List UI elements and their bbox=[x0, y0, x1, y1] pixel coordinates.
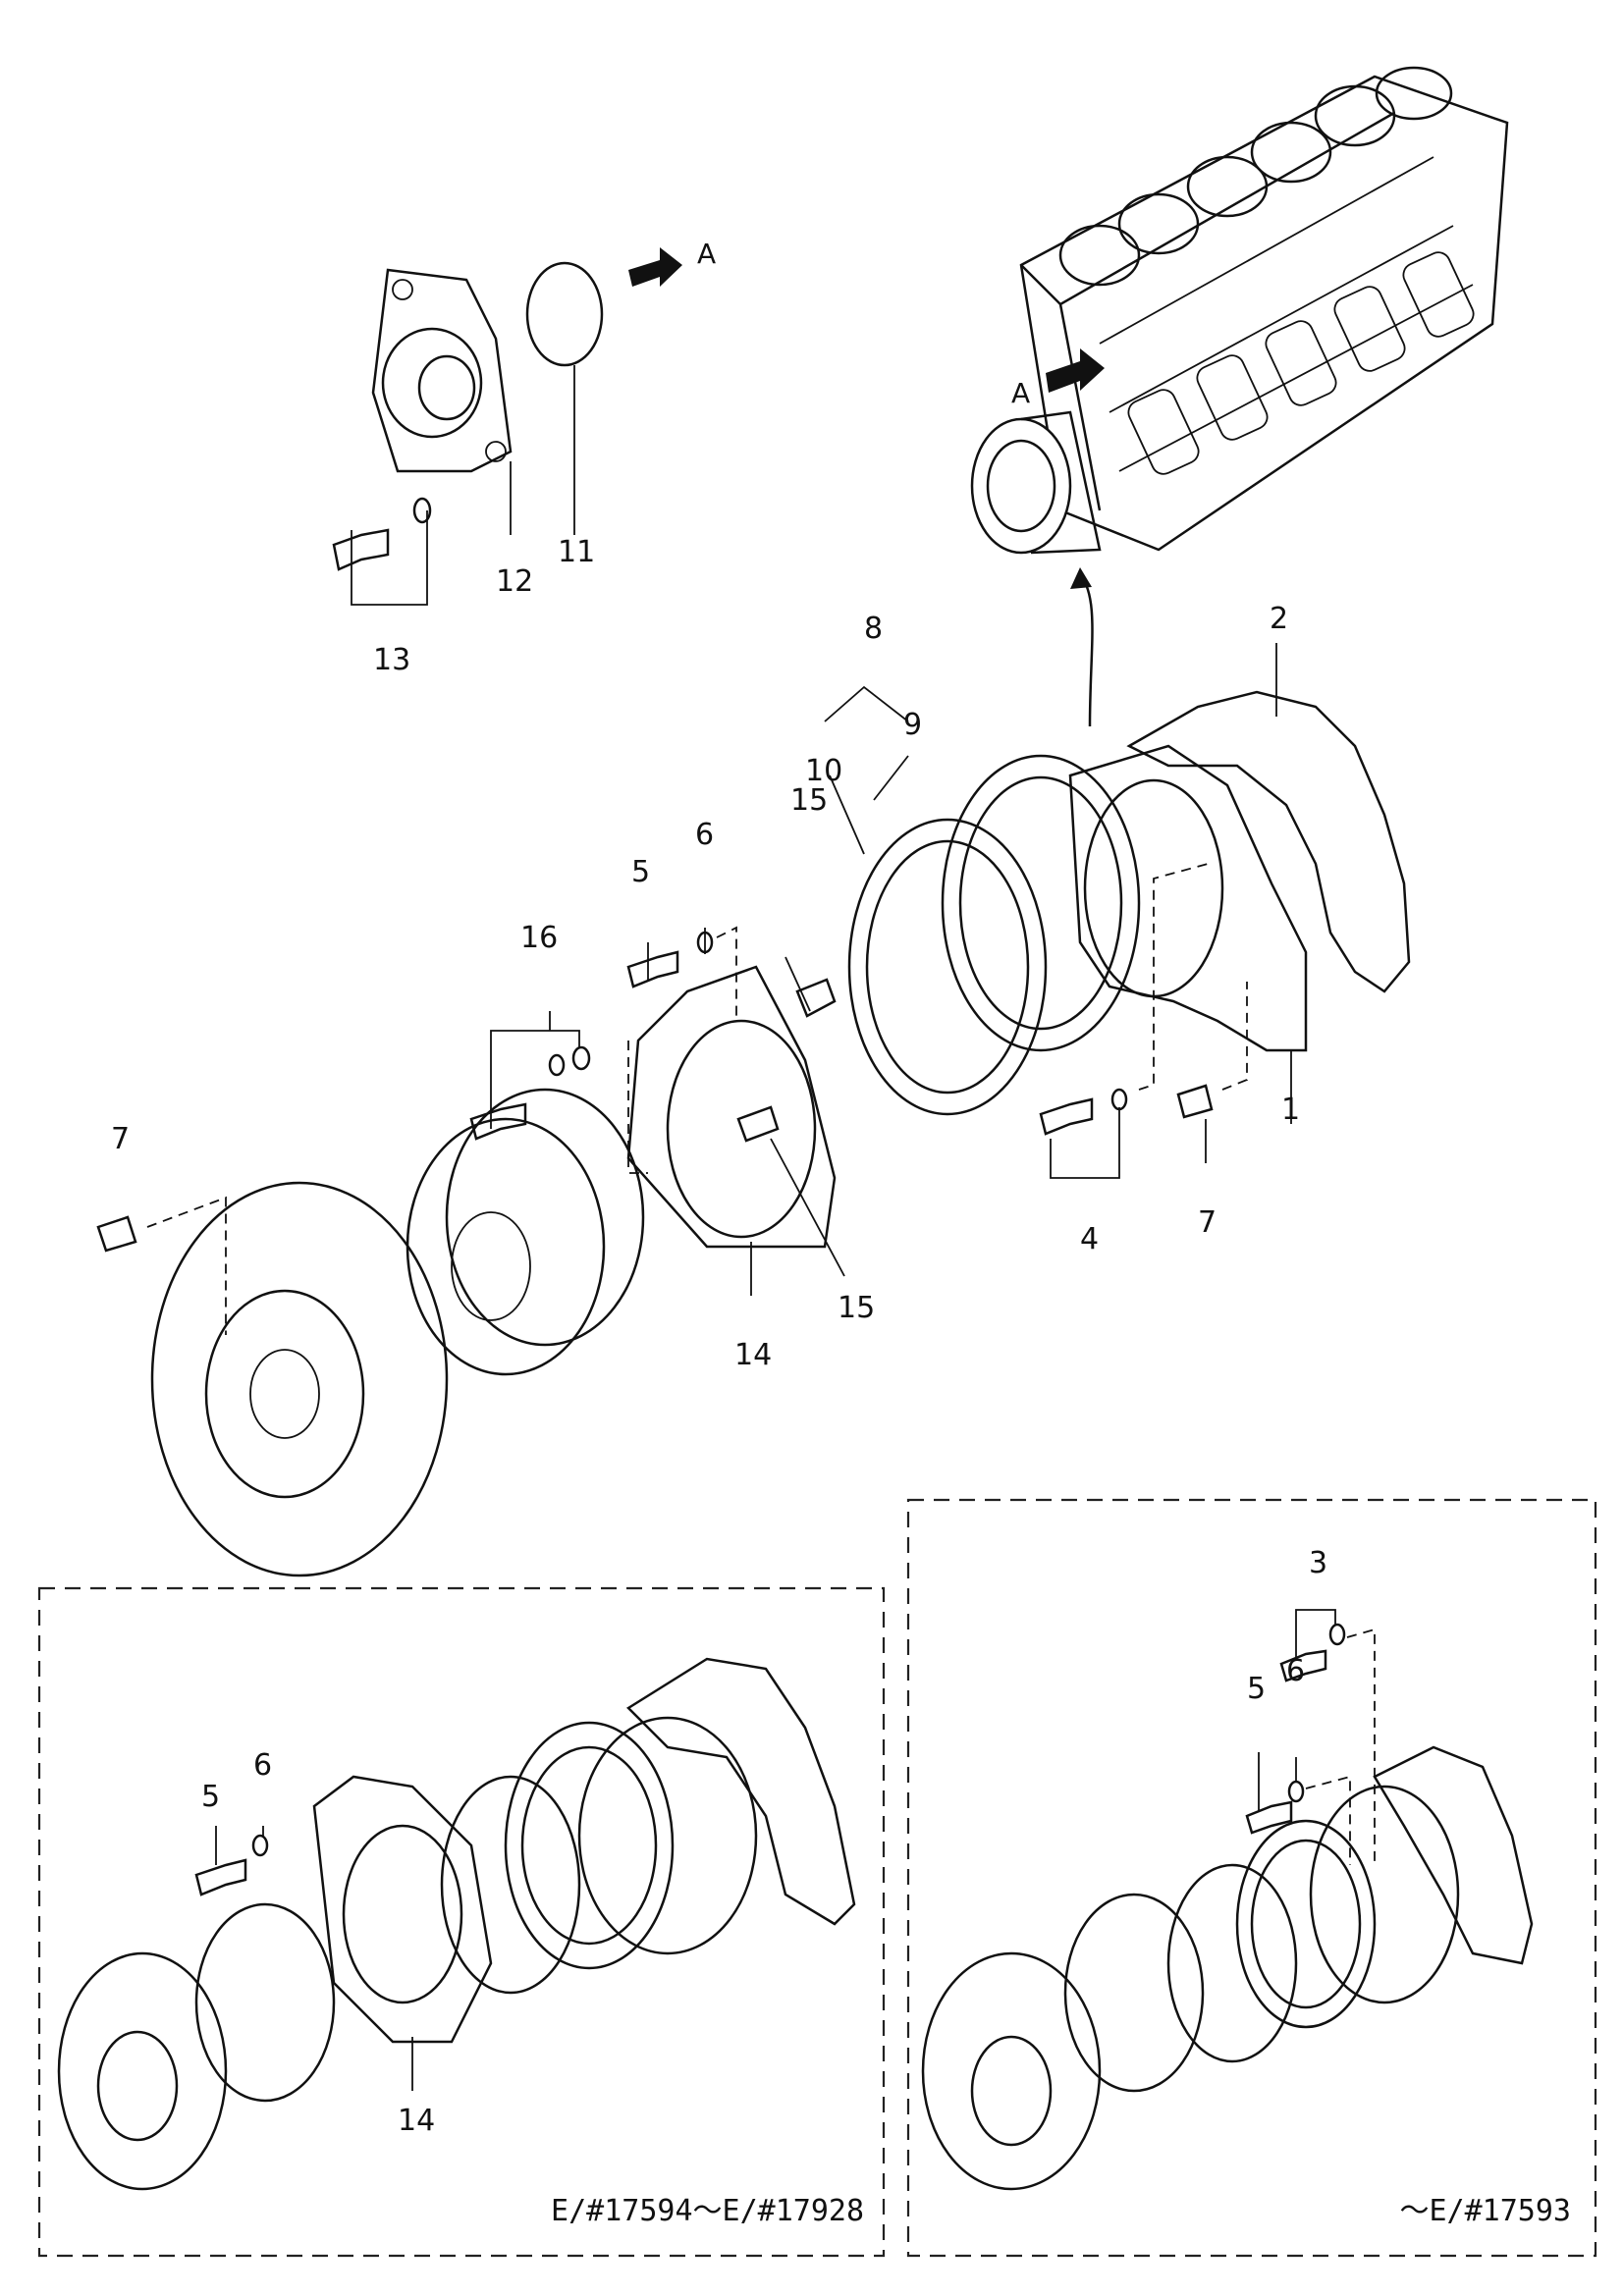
callout-13: 13 bbox=[373, 643, 410, 677]
alignment-line-dowel-right bbox=[1221, 982, 1248, 1091]
part-9-seal bbox=[941, 754, 1141, 1052]
alignment-line-bolt-4 bbox=[1138, 863, 1209, 1091]
part-7-dowel-right bbox=[1176, 1084, 1214, 1119]
callout-7-right: 7 bbox=[1198, 1205, 1217, 1240]
variant-right-illustration bbox=[921, 1609, 1534, 2191]
part-11-o-ring bbox=[525, 261, 604, 367]
part-15-dowel-lower bbox=[736, 1105, 780, 1143]
alignment-line-dowel-left bbox=[146, 1196, 227, 1335]
variant-box-right bbox=[906, 1498, 1597, 2258]
callout-14-left-box: 14 bbox=[398, 2104, 435, 2138]
variant-box-left bbox=[37, 1586, 886, 2258]
callout-15-lower: 15 bbox=[838, 1291, 875, 1325]
part-15-dowel-upper bbox=[795, 978, 837, 1018]
part-16-washer-1 bbox=[548, 1053, 566, 1077]
alignment-line-bolt-5 bbox=[716, 926, 737, 1021]
caption-serial-range-right: ～E/#17593 bbox=[1400, 2194, 1572, 2228]
view-arrow-a-top: A bbox=[628, 238, 716, 287]
part-12-cover-illustration bbox=[371, 268, 513, 473]
part-7-dowel-left bbox=[96, 1215, 137, 1253]
callout-labels: 1 2 3 4 5 6 7 7 8 9 10 11 12 13 14 15 15… bbox=[111, 535, 1327, 2138]
svg-text:A: A bbox=[1011, 377, 1030, 409]
callout-16: 16 bbox=[520, 921, 558, 955]
part-16-washer-2 bbox=[571, 1045, 591, 1071]
callout-5: 5 bbox=[631, 855, 650, 889]
svg-text:A: A bbox=[697, 238, 716, 270]
part-2-gasket bbox=[1126, 690, 1411, 993]
part-5-bolt bbox=[626, 950, 679, 988]
alignment-line-bolt-16 bbox=[627, 1041, 648, 1174]
damper-pulley-illustration bbox=[150, 1181, 449, 1577]
engine-block-illustration bbox=[970, 66, 1509, 555]
assembly-curve-arrow bbox=[1079, 573, 1094, 727]
part-10-seal bbox=[847, 818, 1048, 1116]
callout-6: 6 bbox=[695, 818, 714, 852]
callout-14: 14 bbox=[734, 1338, 772, 1372]
callout-3: 3 bbox=[1309, 1546, 1327, 1580]
variant-left-illustration bbox=[57, 1657, 856, 2191]
callout-9: 9 bbox=[903, 708, 922, 742]
callout-8: 8 bbox=[864, 612, 883, 646]
callout-5-right-box: 5 bbox=[1247, 1672, 1266, 1706]
part-13-bolt-washer bbox=[332, 497, 432, 571]
callout-4: 4 bbox=[1080, 1222, 1099, 1256]
leader-lines bbox=[351, 365, 1292, 1296]
assembly-arrowhead-icon bbox=[1070, 567, 1092, 589]
caption-serial-range-left: E/#17594～E/#17928 bbox=[551, 2194, 864, 2228]
callout-6-right-box: 6 bbox=[1286, 1654, 1305, 1688]
callout-12: 12 bbox=[496, 564, 533, 599]
callout-6-left-box: 6 bbox=[253, 1748, 272, 1783]
part-14-cover-plate bbox=[626, 965, 837, 1249]
callout-5-left-box: 5 bbox=[201, 1780, 220, 1814]
callout-11: 11 bbox=[558, 535, 595, 569]
part-4-bolt bbox=[1039, 1097, 1094, 1136]
callout-1: 1 bbox=[1281, 1093, 1300, 1127]
callout-7-left: 7 bbox=[111, 1122, 130, 1156]
part-4-washer bbox=[1110, 1088, 1128, 1111]
callout-2: 2 bbox=[1270, 602, 1288, 636]
callout-15-upper: 15 bbox=[790, 783, 828, 818]
part-16-bolt bbox=[469, 1102, 527, 1141]
callout-10: 10 bbox=[805, 754, 842, 788]
view-arrow-a-engine: A bbox=[1011, 348, 1105, 409]
